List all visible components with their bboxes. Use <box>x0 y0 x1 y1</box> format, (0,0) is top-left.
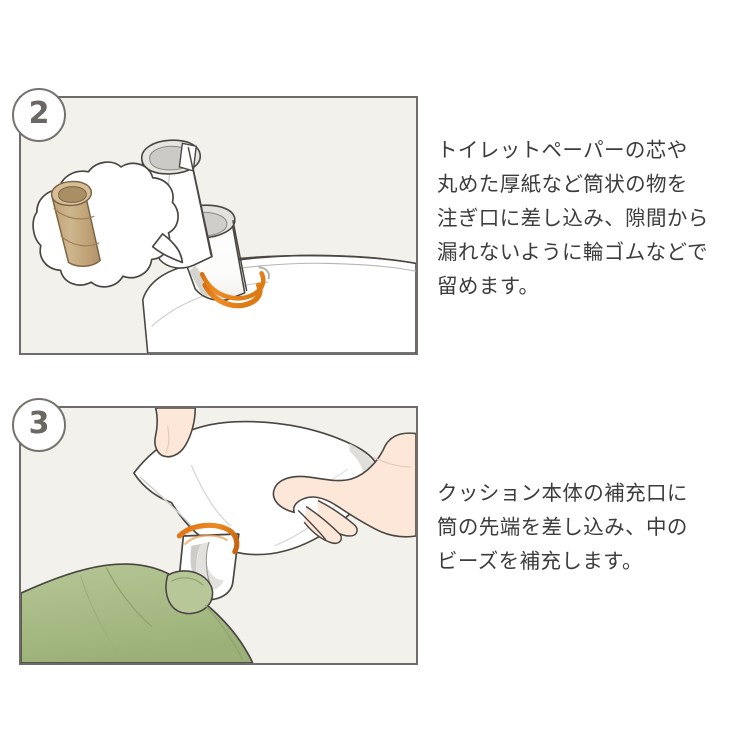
speech-bubble-inset <box>32 161 184 288</box>
cardboard-toilet-paper-tube <box>50 180 101 267</box>
green-cushion-body <box>21 563 254 663</box>
step-badge-2: 2 <box>12 88 66 142</box>
step-caption-2: トイレットペーパーの芯や 丸めた厚紙など筒状の物を 注ぎ口に差し込み、隙間から … <box>437 138 709 298</box>
step-row-3: 3 クッション本体の補充口に 筒の先端を差し込み、中の ビーズを補充します。 <box>0 398 750 666</box>
step-3-artwork <box>21 408 416 663</box>
step-caption-3: クッション本体の補充口に 筒の先端を差し込み、中の ビーズを補充します。 <box>437 481 688 573</box>
illustration-panel-step-2 <box>19 96 418 355</box>
white-cushion-body <box>141 254 416 353</box>
step-number-3: 3 <box>28 406 50 441</box>
left-hand <box>154 408 197 458</box>
step-number-2: 2 <box>28 96 50 131</box>
step-2-artwork <box>32 139 416 353</box>
illustration-panel-step-3 <box>19 406 418 665</box>
step-badge-3: 3 <box>12 398 66 452</box>
step-row-2: 2 トイレットペーパーの芯や 丸めた厚紙など筒状の物を 注ぎ口に差し込み、隙間か… <box>0 88 750 356</box>
right-hand <box>272 432 416 545</box>
orange-rubber-band <box>199 266 270 309</box>
orange-rubber-band <box>176 522 240 555</box>
